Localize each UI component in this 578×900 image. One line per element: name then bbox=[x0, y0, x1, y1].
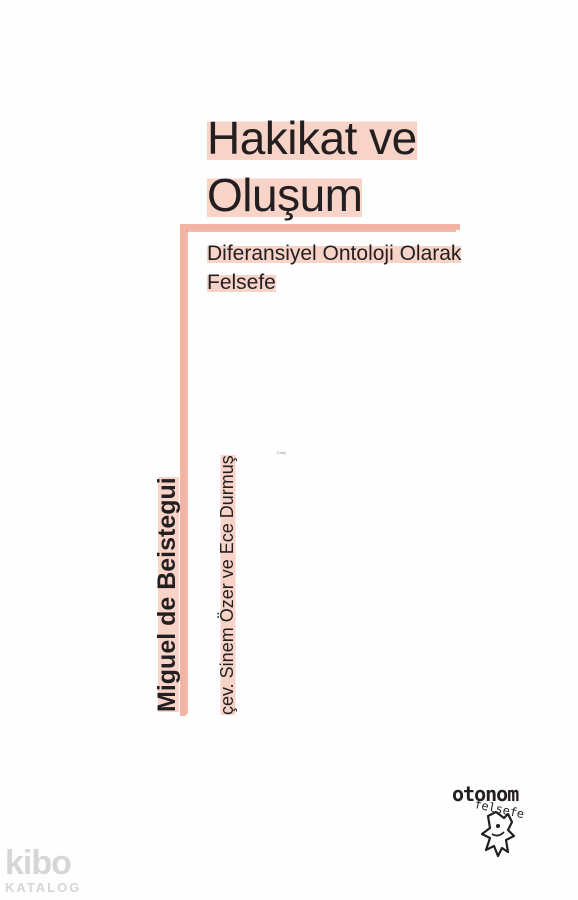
book-subtitle-line-2: Felsefe bbox=[207, 269, 276, 297]
publisher-figure-icon bbox=[480, 810, 516, 858]
publisher-name: otonom bbox=[452, 782, 519, 806]
watermark: kibo KATALOG bbox=[5, 844, 82, 896]
title-line-2-text: Oluşum bbox=[207, 169, 363, 221]
subtitle-line-2-text: Felsefe bbox=[207, 271, 276, 294]
translator-credit: çev. Sinem Özer ve Ece Durmuş bbox=[216, 455, 238, 715]
accent-rule-horizontal bbox=[180, 224, 460, 230]
author-name: Miguel de Beistegui bbox=[152, 477, 182, 712]
accent-rule-horizontal-inner bbox=[186, 230, 456, 232]
book-title-line-2: Oluşum bbox=[207, 169, 363, 221]
book-title-line-1: Hakikat ve bbox=[207, 112, 417, 164]
title-line-1-text: Hakikat ve bbox=[207, 112, 417, 164]
watermark-label: KATALOG bbox=[5, 880, 82, 895]
accent-rule-vertical-inner bbox=[186, 230, 188, 714]
tiny-mark: Kitap bbox=[277, 450, 287, 455]
accent-rule-vertical bbox=[180, 224, 186, 716]
watermark-logo: kibo bbox=[5, 844, 72, 882]
book-subtitle-line-1: Diferansiyel Ontoloji Olarak bbox=[207, 240, 462, 268]
author-name-text: Miguel de Beistegui bbox=[153, 477, 181, 712]
subtitle-line-1-text: Diferansiyel Ontoloji Olarak bbox=[207, 242, 462, 265]
translator-credit-text: çev. Sinem Özer ve Ece Durmuş bbox=[217, 455, 237, 715]
publisher-logo: otonom felsefe bbox=[452, 782, 537, 862]
